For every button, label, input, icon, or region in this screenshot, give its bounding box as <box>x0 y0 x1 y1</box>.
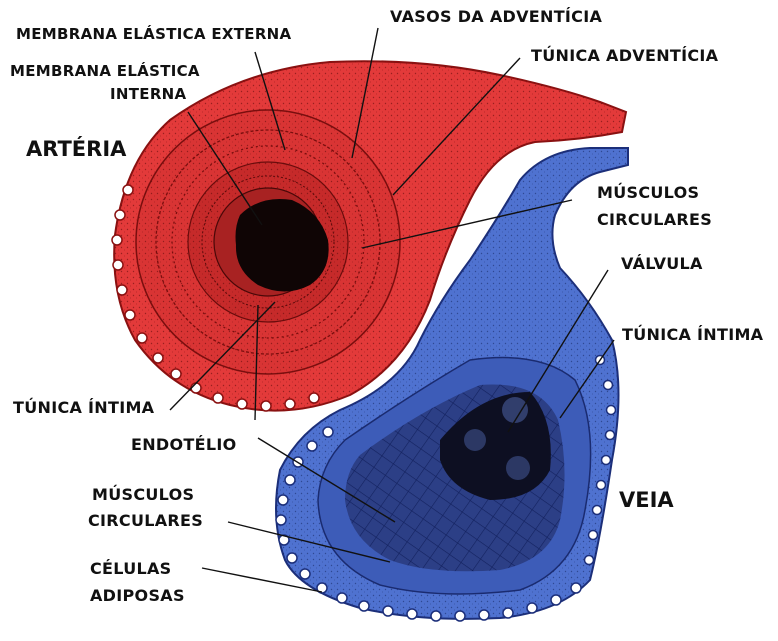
label-celulas-adiposas-line2: ADIPOSAS <box>90 588 185 605</box>
label-membrana-elastica-interna-line1: MEMBRANA ELÁSTICA <box>10 64 200 80</box>
label-tunica-adventicia: TÚNICA ADVENTÍCIA <box>531 48 718 65</box>
label-tunica-intima-artery: TÚNICA ÍNTIMA <box>13 400 154 417</box>
artery-label: ARTÉRIA <box>26 138 126 160</box>
label-celulas-adiposas-line1: CÉLULAS <box>90 561 172 578</box>
label-musculos-circulares-vein-line2: CIRCULARES <box>88 513 203 530</box>
vein-label: VEIA <box>619 489 674 511</box>
label-tunica-intima-vein: TÚNICA ÍNTIMA <box>622 327 763 344</box>
label-endotelio: ENDOTÉLIO <box>131 437 237 454</box>
label-membrana-elastica-externa: MEMBRANA ELÁSTICA EXTERNA <box>16 27 291 43</box>
label-musculos-circulares-artery-line1: MÚSCULOS <box>597 185 699 202</box>
label-vasos-da-adventicia: VASOS DA ADVENTÍCIA <box>390 9 602 26</box>
label-membrana-elastica-interna-line2: INTERNA <box>110 87 186 103</box>
label-musculos-circulares-artery-line2: CIRCULARES <box>597 212 712 229</box>
label-musculos-circulares-vein-line1: MÚSCULOS <box>92 487 194 504</box>
label-valvula: VÁLVULA <box>621 256 703 273</box>
